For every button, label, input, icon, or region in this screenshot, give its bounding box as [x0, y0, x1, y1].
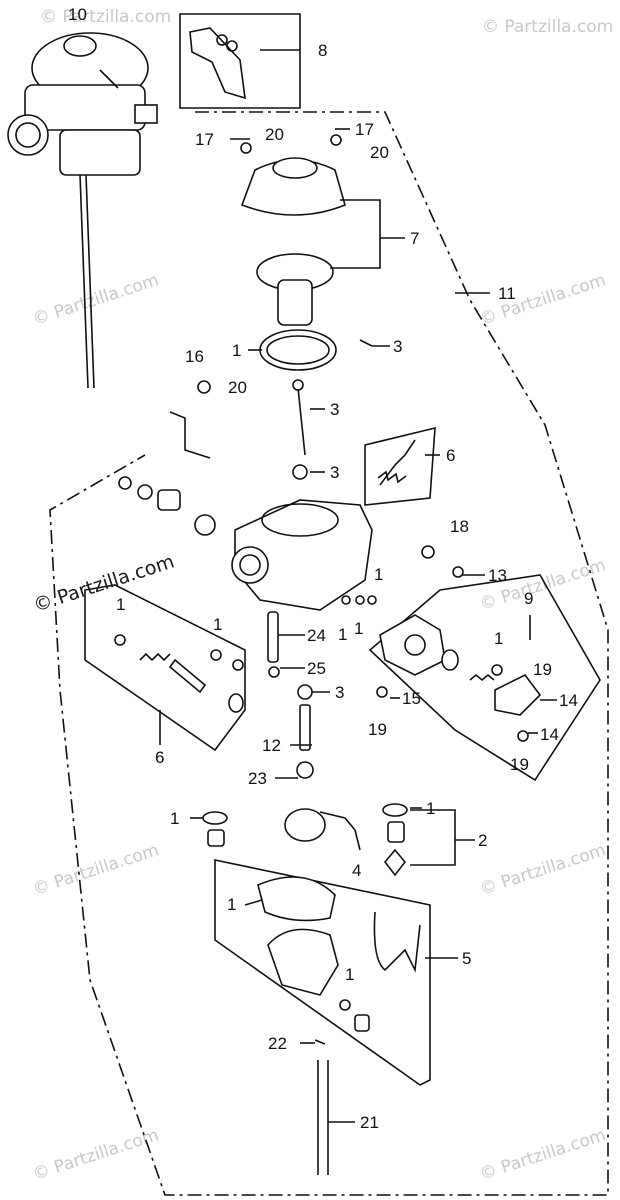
jets: [267, 595, 377, 779]
callout-3: 3: [330, 463, 339, 482]
callout-25: 25: [307, 659, 326, 678]
frame-float-chamber: [214, 859, 431, 1086]
callout-24: 24: [307, 626, 326, 645]
frame-11: [49, 111, 609, 1196]
float-and-valve: [202, 803, 408, 877]
callout-1: 1: [338, 625, 347, 644]
callout-6: 6: [446, 446, 455, 465]
callout-1: 1: [116, 595, 125, 614]
frame-6-upper: [364, 426, 436, 506]
callout-23: 23: [248, 769, 267, 788]
callout-1: 1: [426, 799, 435, 818]
carburetor-body: [118, 411, 464, 611]
callout-1: 1: [170, 809, 179, 828]
group-frames: [49, 13, 609, 1196]
spring-assembly: [377, 439, 416, 486]
watermark: © Partzilla.com: [477, 1125, 608, 1185]
frame-6-lower: [84, 584, 246, 752]
frame-8: [179, 13, 301, 109]
callout-15: 15: [402, 689, 421, 708]
callout-4: 4: [352, 861, 361, 880]
assembled-carburetor: [7, 32, 158, 389]
callout-1: 1: [232, 341, 241, 360]
accelerator-pump: [376, 614, 542, 742]
callout-8: 8: [318, 41, 327, 60]
callout-13: 13: [488, 566, 507, 585]
callout-3: 3: [330, 400, 339, 419]
callout-1: 1: [374, 565, 383, 584]
drain-tube: [314, 1039, 329, 1175]
watermark: © Partzilla.com: [30, 270, 161, 330]
watermark: © Partzilla.com: [477, 840, 608, 900]
callout-1: 1: [213, 615, 222, 634]
callout-3: 3: [393, 337, 402, 356]
callout-1: 1: [227, 895, 236, 914]
callout-3: 3: [335, 683, 344, 702]
callout-18: 18: [450, 517, 469, 536]
float-chamber: [257, 876, 421, 1032]
watermark: © Partzilla.com: [30, 1125, 161, 1185]
frame-9: [368, 574, 601, 782]
callout-22: 22: [268, 1034, 287, 1053]
callout-12: 12: [262, 736, 281, 755]
callout-14: 14: [540, 725, 559, 744]
watermark: © Partzilla.com: [482, 17, 613, 37]
callout-1: 1: [345, 965, 354, 984]
watermark: © Partzilla.com: [477, 270, 608, 330]
callout-5: 5: [462, 949, 471, 968]
watermark: © Partzilla.com: [40, 7, 171, 27]
callout-21: 21: [360, 1113, 379, 1132]
leader-lines: [159, 49, 557, 1123]
callout-19: 19: [510, 755, 529, 774]
callout-17: 17: [195, 130, 214, 149]
callout-19: 19: [368, 720, 387, 739]
callout-1: 1: [354, 619, 363, 638]
watermark: © Partzilla.com: [30, 840, 161, 900]
callout-20: 20: [370, 143, 389, 162]
callout-19: 19: [533, 660, 552, 679]
callout-20: 20: [228, 378, 247, 397]
top-cover: [197, 134, 373, 480]
callout-10: 10: [68, 5, 87, 24]
callout-14: 14: [559, 691, 578, 710]
stay-bracket: [189, 27, 246, 100]
callout-16: 16: [185, 347, 204, 366]
callout-11: 11: [498, 284, 516, 303]
callouts: 10 8 17 20 17 20 7 11 1 3 16 20 3 3 6 18…: [68, 5, 578, 1132]
pilot-screw-parts: [114, 634, 244, 713]
callout-9: 9: [524, 589, 533, 608]
callout-2: 2: [478, 831, 487, 850]
callout-6: 6: [155, 748, 164, 767]
callout-7: 7: [410, 229, 419, 248]
callout-20: 20: [265, 125, 284, 144]
callout-1: 1: [494, 629, 503, 648]
callout-17: 17: [355, 120, 374, 139]
